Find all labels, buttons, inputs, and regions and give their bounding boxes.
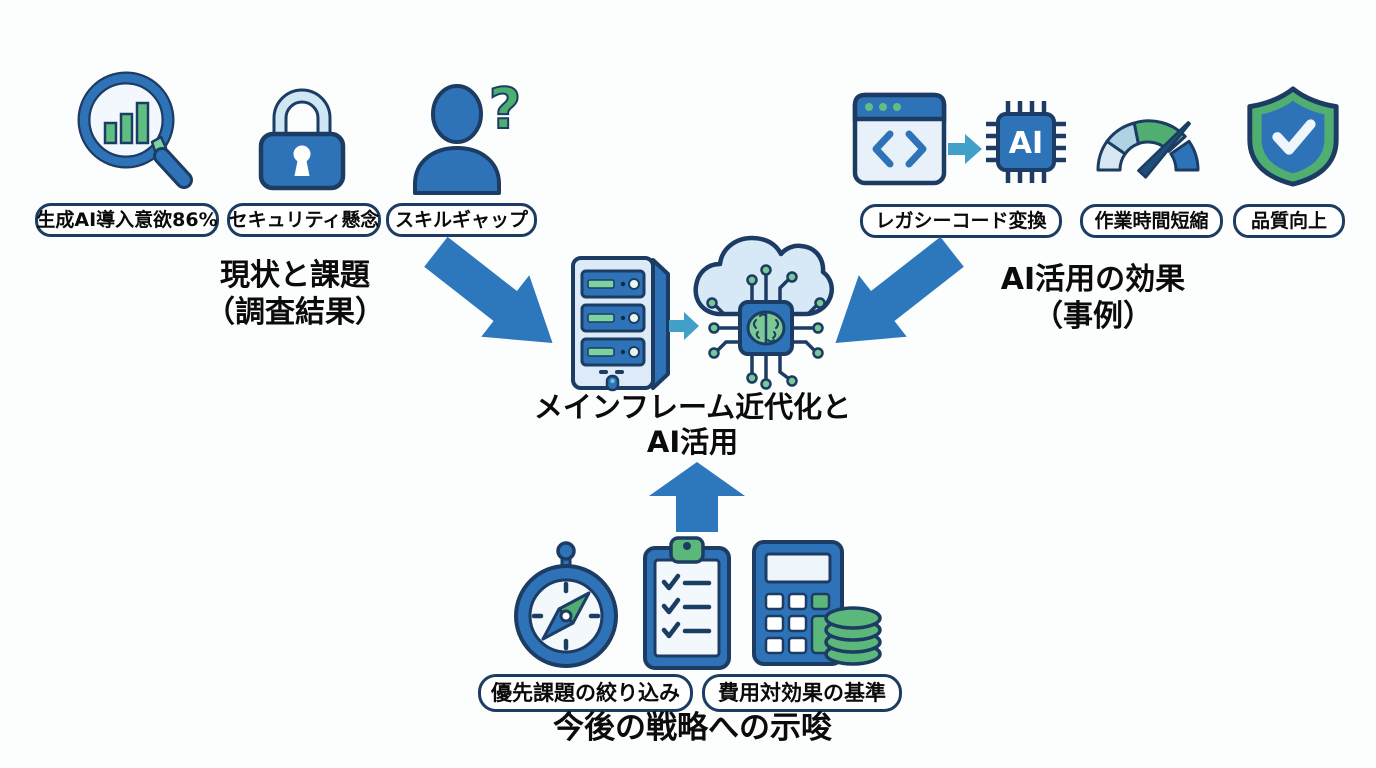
center-title-line2: AI活用 <box>646 425 739 460</box>
arrow-to-center-up-icon <box>647 460 747 534</box>
arrow-to-center-right-icon <box>808 219 978 378</box>
heading-strategy: 今後の戦略への示唆 <box>505 710 880 748</box>
ai-chip-label: AI <box>1009 126 1043 161</box>
heading-effects-line2: （事例） <box>1033 298 1153 334</box>
center-title-line1: メインフレーム近代化と <box>533 390 852 424</box>
label-legacy-code: レガシーコード変換 <box>860 204 1062 238</box>
heading-effects-line1: AI活用の効果 <box>1000 262 1186 297</box>
heading-current-issues: 現状と課題 （調査結果） <box>160 258 430 331</box>
heading-ai-effects: AI活用の効果 （事例） <box>958 262 1228 335</box>
shield-check-icon <box>1240 84 1346 188</box>
arrow-to-center-left-icon <box>410 219 580 378</box>
label-ai-adoption: 生成AI導入意欲86% <box>35 203 219 237</box>
padlock-icon <box>246 72 358 194</box>
calculator-coins-icon <box>748 538 884 672</box>
person-question-icon: ? <box>403 74 531 196</box>
label-security-concern: セキュリティ懸念 <box>227 203 381 237</box>
label-quality: 品質向上 <box>1233 204 1345 238</box>
arrow-right-small-icon <box>946 132 984 166</box>
code-window-icon <box>852 90 947 188</box>
label-cost-effectiveness: 費用対効果の基準 <box>702 674 902 712</box>
arrow-right-small-icon <box>667 310 701 342</box>
clipboard-checklist-icon <box>637 534 737 674</box>
mainframe-server-icon <box>565 252 670 394</box>
center-title: メインフレーム近代化と AI活用 <box>500 390 885 461</box>
label-time-saving: 作業時間短縮 <box>1080 204 1223 238</box>
question-mark-glyph: ? <box>489 77 521 142</box>
magnifier-bar-chart-icon <box>70 66 202 198</box>
ai-chip-icon: AI <box>984 90 1068 194</box>
cloud-ai-chip-icon <box>688 228 840 400</box>
heading-strategy-line: 今後の戦略への示唆 <box>553 710 832 746</box>
speedometer-icon <box>1086 96 1210 180</box>
label-skill-gap: スキルギャップ <box>386 203 537 237</box>
compass-icon <box>512 538 620 672</box>
heading-current-line2: （調査結果） <box>205 294 385 330</box>
heading-current-line1: 現状と課題 <box>220 258 370 293</box>
label-priority-issues: 優先課題の絞り込み <box>478 674 693 712</box>
